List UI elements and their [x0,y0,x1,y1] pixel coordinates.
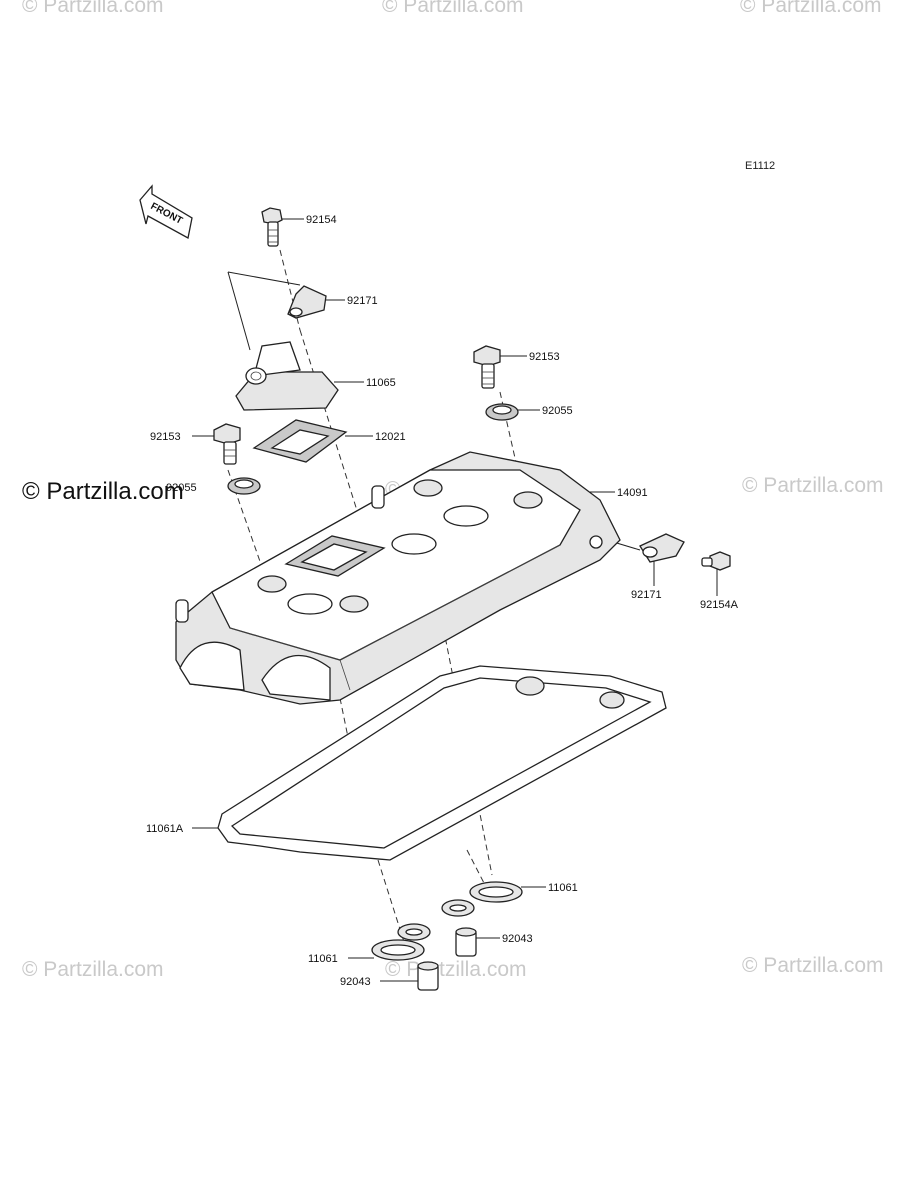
watermark-mid-right: © Partzilla.com [742,474,884,497]
watermark-top-right: © Partzilla.com [740,0,882,17]
washer-92055-left [227,477,261,495]
label-92043-left: 92043 [340,976,371,988]
plug-gasket-11061-left [371,923,431,961]
label-11061-left: 11061 [308,953,338,965]
watermark-top-center: © Partzilla.com [382,0,524,17]
label-11061-right: 11061 [548,882,578,894]
label-92043-right: 92043 [502,933,533,945]
clamp-92171 [287,285,327,319]
bolt-92154A [701,551,731,571]
plug-gasket-11061-right [441,881,523,917]
part-labels: 92154 92171 11065 92153 92055 92153 1202… [146,214,739,988]
clamp-92171-right [639,533,685,563]
dowel-92043-left [417,961,439,991]
label-92055-right: 92055 [542,405,573,417]
label-92154A: 92154A [700,599,739,611]
watermark-bottom-left: © Partzilla.com [22,958,164,981]
label-92171-right: 92171 [631,589,662,601]
front-arrow-icon: FRONT [139,184,193,239]
breather-cover-11065 [235,341,339,411]
label-11061A: 11061A [146,823,184,835]
label-11065: 11065 [366,377,396,389]
label-92171-top: 92171 [347,295,378,307]
bolt-92153-right [473,345,501,389]
diagram-code: E1112 [745,160,776,172]
head-cover-14091 [175,451,621,705]
bolt-92153-left [213,423,241,465]
leader-lines [192,218,718,982]
dowel-92043-right [455,927,477,957]
label-92055-left: 92055 [166,482,197,494]
label-92153-right: 92153 [529,351,560,363]
label-14091: 14091 [617,487,648,499]
watermark-top-left: © Partzilla.com [22,0,164,17]
bolt-92154 [261,207,283,247]
label-12021: 12021 [375,431,406,443]
label-92154: 92154 [306,214,337,226]
washer-92055-right [485,403,519,421]
plate-12021 [252,419,348,463]
watermark-bottom-right: © Partzilla.com [742,954,884,977]
watermark-mid-left: © Partzilla.com [22,478,184,505]
head-gasket-11061A [217,665,667,861]
label-92153-left: 92153 [150,431,181,443]
